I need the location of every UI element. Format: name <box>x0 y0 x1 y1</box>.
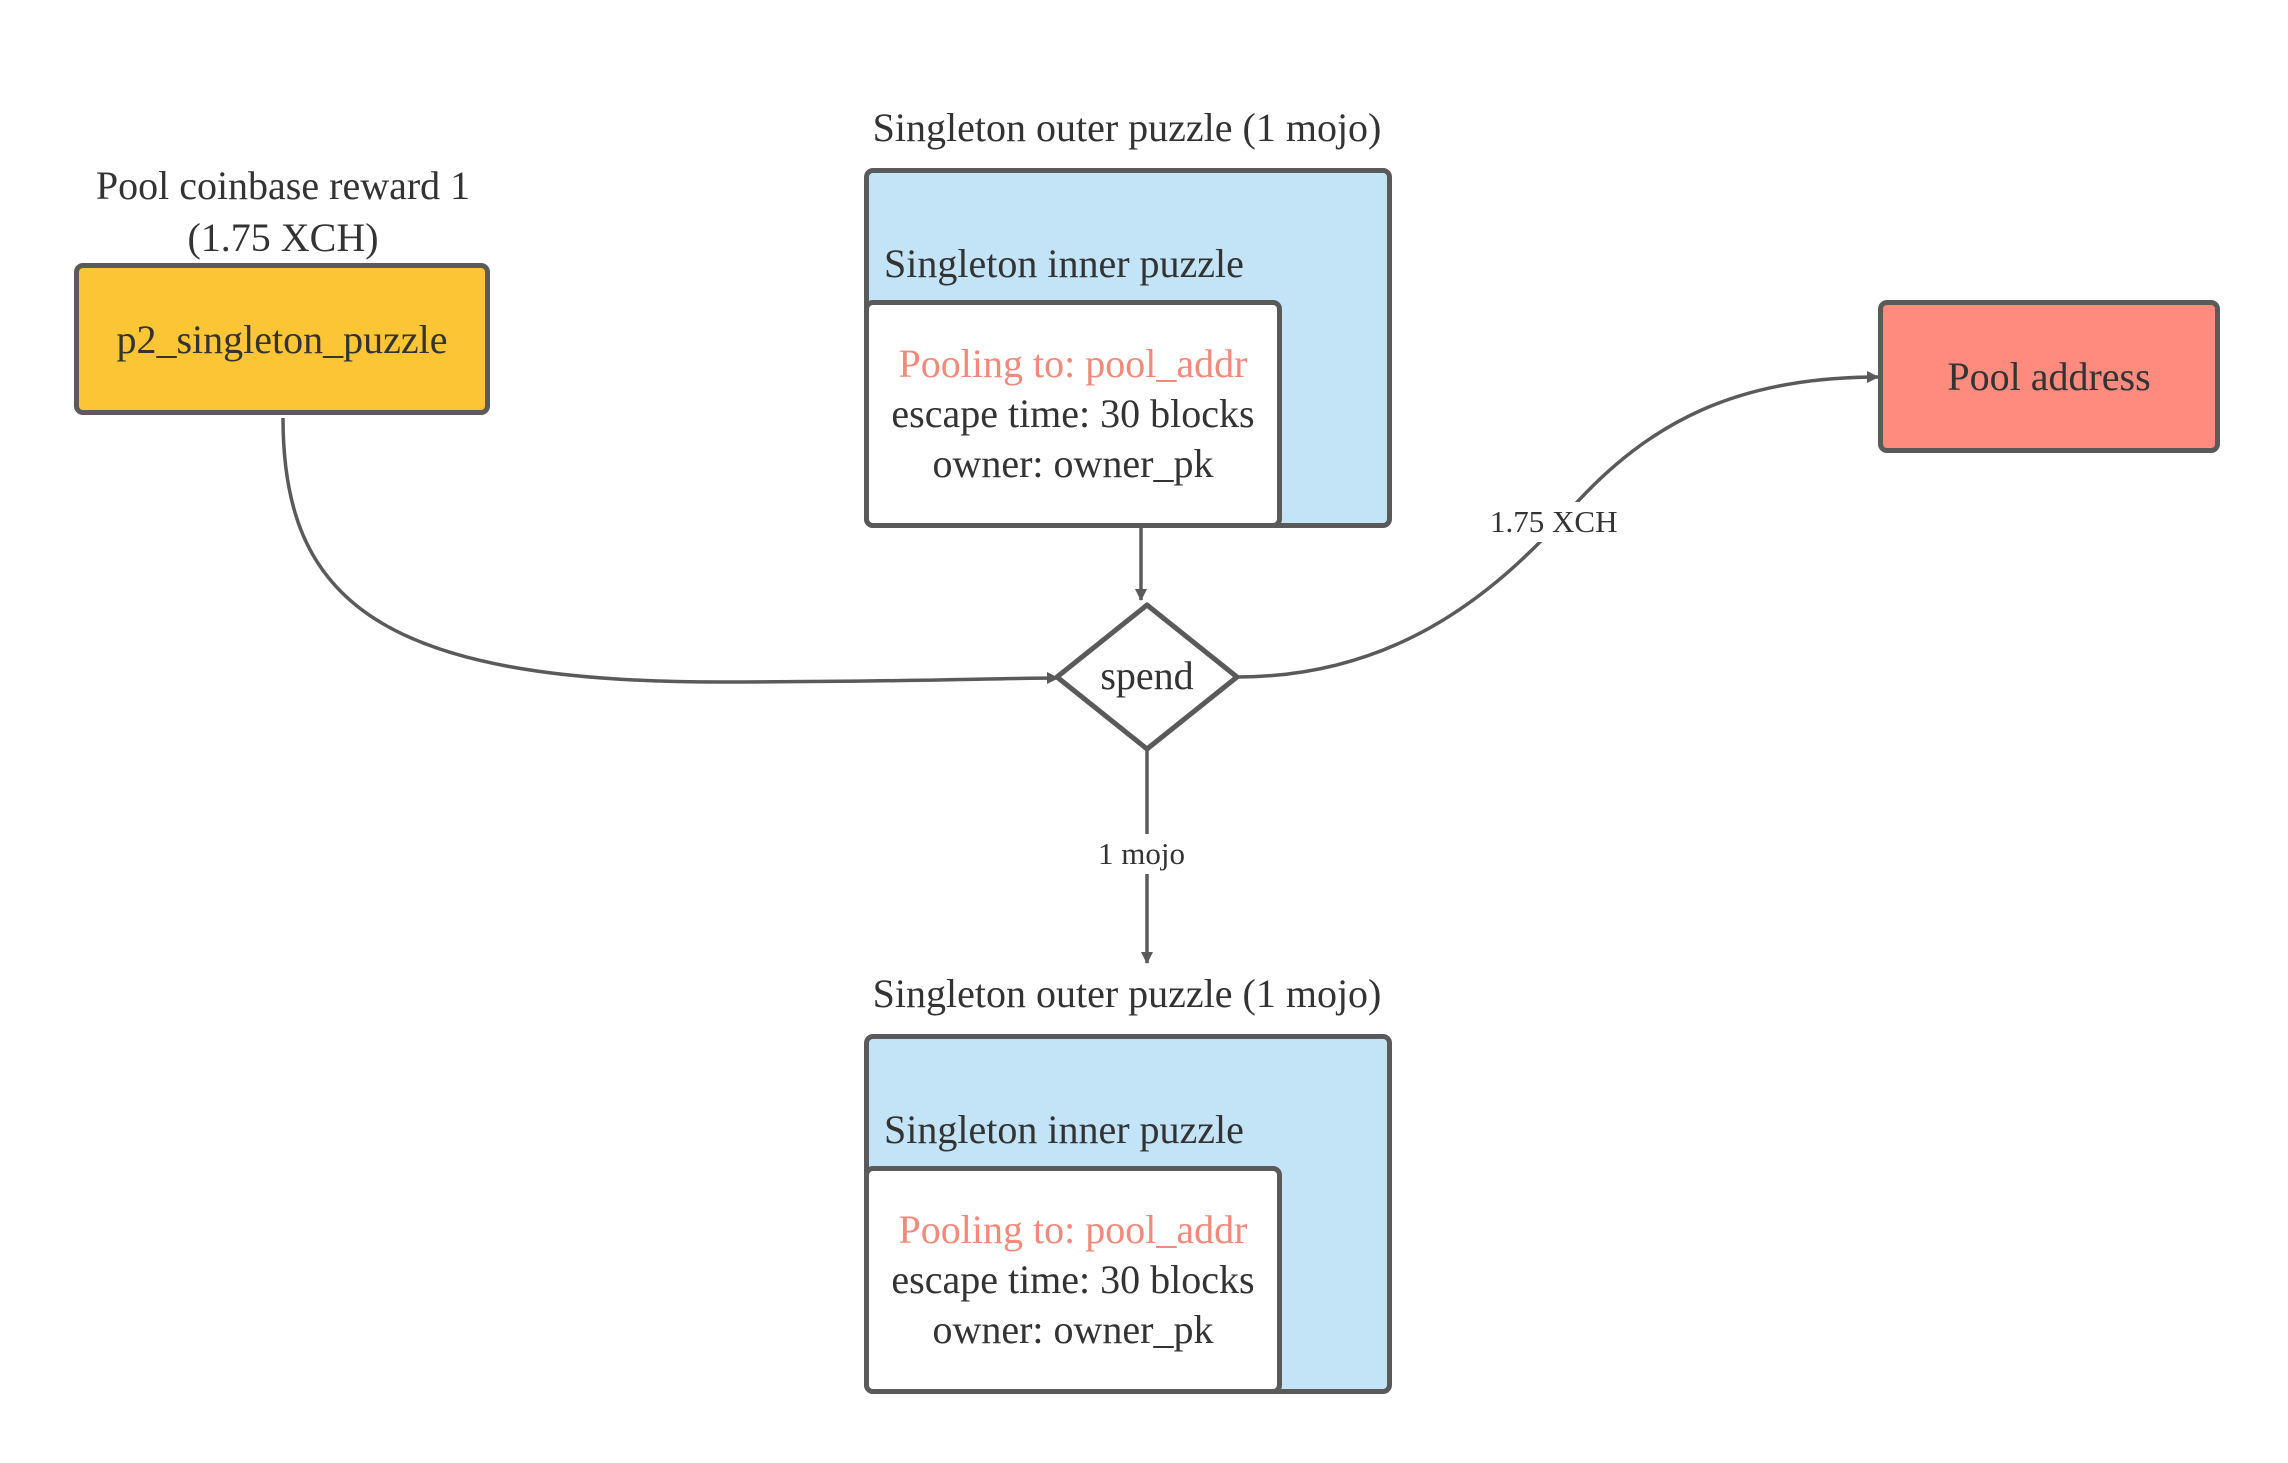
singleton-top-inner-label: Singleton inner puzzle <box>884 241 1244 286</box>
singleton-top-pooling: Pooling to: pool_addr <box>898 341 1248 386</box>
singleton-top-owner: owner: owner_pk <box>932 441 1214 486</box>
edge-reward-to-spend <box>281 417 1059 685</box>
reward-caption-line1: Pool coinbase reward 1 <box>95 163 471 208</box>
spend-diamond <box>1054 602 1240 752</box>
singleton-bottom-pooling: Pooling to: pool_addr <box>898 1207 1248 1252</box>
edge-label-to-next: 1 mojo <box>1092 834 1191 874</box>
singleton-bottom-inner-label: Singleton inner puzzle <box>884 1107 1244 1152</box>
singleton-top-inner: Pooling to: pool_addr escape time: 30 bl… <box>864 300 1282 528</box>
singleton-bottom-inner: Pooling to: pool_addr escape time: 30 bl… <box>864 1166 1282 1394</box>
edge-label-to-pool: 1.75 XCH <box>1484 502 1624 542</box>
singleton-bottom-escape: escape time: 30 blocks <box>891 1257 1255 1302</box>
reward-node-label: p2_singleton_puzzle <box>116 316 448 362</box>
pool-node: Pool address <box>1878 300 2220 453</box>
singleton-bottom-outer-label: Singleton outer puzzle (1 mojo) <box>872 971 1382 1016</box>
singleton-top-outer-label: Singleton outer puzzle (1 mojo) <box>872 105 1382 150</box>
singleton-bottom-owner: owner: owner_pk <box>932 1307 1214 1352</box>
reward-caption: Pool coinbase reward 1 (1.75 XCH) <box>83 160 483 264</box>
pool-node-label: Pool address <box>1947 354 2151 399</box>
spend-label: spend <box>1100 653 1194 698</box>
reward-node: p2_singleton_puzzle <box>74 263 490 415</box>
singleton-top-escape: escape time: 30 blocks <box>891 391 1255 436</box>
reward-caption-line2: (1.75 XCH) <box>187 215 379 260</box>
